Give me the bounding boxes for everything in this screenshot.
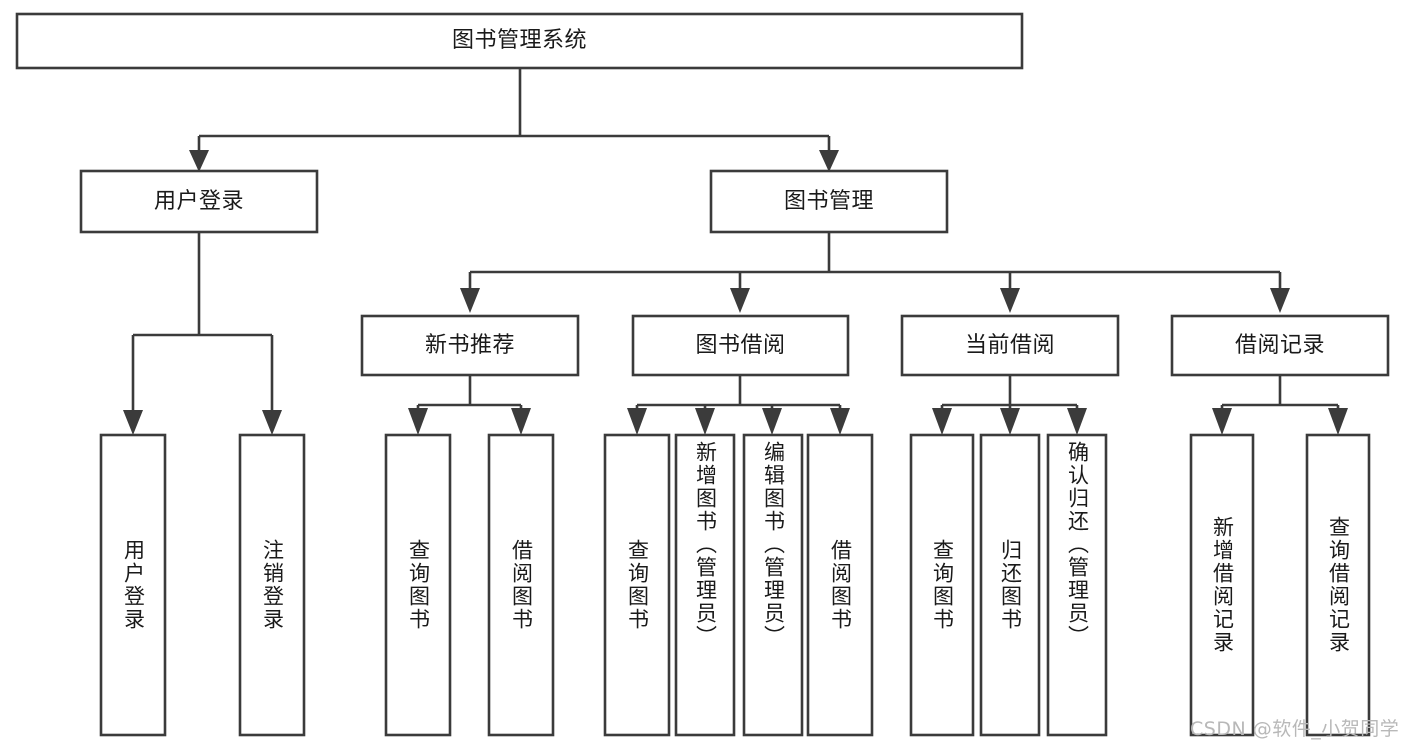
node-box-leaf-confirm-return[interactable] — [1046, 433, 1108, 737]
node-box-root[interactable] — [15, 12, 1024, 70]
node-box-leaf-query-book-1[interactable] — [384, 433, 452, 737]
edge-group-book-borrow — [627, 375, 850, 435]
node-box-leaf-query-book-2[interactable] — [603, 433, 671, 737]
arrow-user-login-leaf-1 — [123, 410, 143, 435]
node-box-leaf-add-book[interactable] — [674, 433, 736, 737]
node-box-leaf-return-book[interactable] — [979, 433, 1041, 737]
arrow-book-borrow-leaf-2 — [695, 408, 715, 435]
node-box-leaf-add-record[interactable] — [1189, 433, 1255, 737]
arrow-borrow-record-leaf-2 — [1328, 408, 1348, 435]
arrow-user-login-leaf-2 — [262, 410, 282, 435]
arrow-current-borrow-leaf-1 — [932, 408, 952, 435]
arrow-new-book-rec-leaf-1 — [408, 408, 428, 435]
node-box-borrow-record[interactable] — [1170, 314, 1390, 377]
arrow-book-manage-child-4 — [1270, 288, 1290, 313]
csdn-watermark: CSDN @软件_小贺同学 — [1190, 718, 1400, 740]
arrow-borrow-record-leaf-1 — [1212, 408, 1232, 435]
node-box-book-borrow[interactable] — [631, 314, 850, 377]
node-box-leaf-borrow-book-1[interactable] — [487, 433, 555, 737]
node-box-leaf-query-record[interactable] — [1305, 433, 1371, 737]
node-box-leaf-borrow-book-2[interactable] — [806, 433, 874, 737]
edge-group-book-manage — [460, 232, 1290, 313]
arrow-root-to-user-login — [189, 150, 209, 172]
node-box-leaf-query-book-3[interactable] — [909, 433, 975, 737]
edge-group-root — [189, 68, 839, 172]
node-box-new-book-rec[interactable] — [360, 314, 580, 377]
arrow-new-book-rec-leaf-2 — [511, 408, 531, 435]
arrow-root-to-book-manage — [819, 150, 839, 172]
node-box-leaf-user-login[interactable] — [99, 433, 167, 737]
edge-group-user-login — [123, 232, 282, 435]
arrow-book-borrow-leaf-1 — [627, 408, 647, 435]
node-box-user-login[interactable] — [79, 169, 319, 234]
node-box-book-manage[interactable] — [709, 169, 949, 234]
arrow-current-borrow-leaf-2 — [1000, 408, 1020, 435]
node-box-current-borrow[interactable] — [900, 314, 1120, 377]
arrow-book-manage-child-3 — [1000, 288, 1020, 313]
arrow-book-manage-child-1 — [460, 288, 480, 313]
arrow-book-manage-child-2 — [730, 288, 750, 313]
edge-group-borrow-record — [1212, 375, 1348, 435]
node-box-leaf-user-logout[interactable] — [238, 433, 306, 737]
arrow-current-borrow-leaf-3 — [1067, 408, 1087, 435]
edge-group-new-book-rec — [408, 375, 531, 435]
edge-group-current-borrow — [932, 375, 1087, 435]
node-box-leaf-edit-book[interactable] — [742, 433, 804, 737]
arrow-book-borrow-leaf-4 — [830, 408, 850, 435]
arrow-book-borrow-leaf-3 — [762, 408, 782, 435]
